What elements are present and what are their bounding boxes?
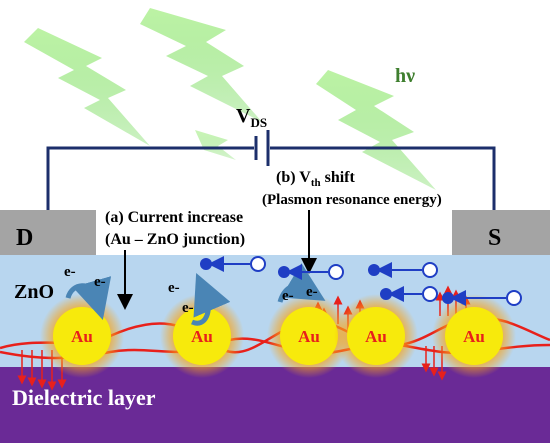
au-label: Au — [365, 327, 387, 346]
electron-label: e- — [94, 274, 106, 290]
electron-label: e- — [64, 264, 76, 280]
battery-icon — [254, 130, 270, 166]
hole-icon — [422, 262, 438, 278]
annotation-a-line2: (Au – ZnO junction) — [105, 231, 245, 248]
photon-label: hν — [395, 65, 415, 87]
curved-arrow-icon — [277, 263, 326, 303]
hole-icon — [250, 256, 266, 272]
electron-labels: e-e-e-e-e-e- — [64, 264, 318, 316]
au-particle — [53, 307, 111, 365]
electron-icon — [380, 288, 392, 300]
annotation-b-suffix: shift — [321, 169, 356, 186]
vds-main: V — [236, 105, 251, 127]
electron-icon — [278, 266, 290, 278]
au-particle — [173, 307, 231, 365]
au-nanoparticles: Au Au Au Au Au — [40, 294, 516, 378]
annotation-b-line2: (Plasmon resonance energy) — [262, 192, 442, 208]
au-particle — [445, 307, 503, 365]
hole-icon — [328, 264, 344, 280]
lightning-bolts — [24, 8, 436, 190]
zno-label: ZnO — [14, 281, 54, 303]
electron-icon — [368, 264, 380, 276]
drain-electrode — [0, 210, 96, 255]
annotation-b-prefix: (b) V — [276, 169, 311, 186]
vds-sub: DS — [250, 115, 267, 130]
au-particle — [347, 307, 405, 365]
electron-transfer-arrows — [65, 263, 326, 326]
dielectric-label: Dielectric layer — [12, 385, 156, 410]
vds-label: VDS — [236, 105, 267, 130]
au-particle — [280, 307, 338, 365]
electron-label: e- — [168, 280, 180, 296]
curved-arrow-icon — [65, 276, 112, 321]
au-label: Au — [71, 327, 93, 346]
circuit-wire — [46, 146, 496, 210]
lightning-bolt-icon — [316, 70, 436, 190]
dielectric-layer — [0, 367, 550, 443]
electron-icon — [200, 258, 212, 270]
annotation-b-sub: th — [311, 177, 321, 189]
curved-arrow-icon — [191, 273, 231, 326]
electron-label: e- — [182, 300, 194, 316]
electron-icon — [442, 292, 454, 304]
lightning-bolt-icon — [24, 28, 150, 146]
au-label: Au — [463, 327, 485, 346]
au-label: Au — [298, 327, 320, 346]
au-label: Au — [191, 327, 213, 346]
annotation-b-line1: (b) Vth shift — [276, 169, 356, 189]
source-label: S — [488, 225, 501, 251]
hole-icon — [506, 290, 522, 306]
electron-label: e- — [306, 284, 318, 300]
hole-icon — [422, 286, 438, 302]
electron-label: e- — [282, 288, 294, 304]
electron-hole-pairs — [200, 256, 522, 306]
lightning-bolt-icon — [140, 8, 262, 122]
annotation-a-line1: (a) Current increase — [105, 209, 243, 226]
source-electrode — [452, 210, 550, 255]
lightning-bolt-icon — [195, 130, 236, 160]
drain-label: D — [16, 225, 33, 251]
